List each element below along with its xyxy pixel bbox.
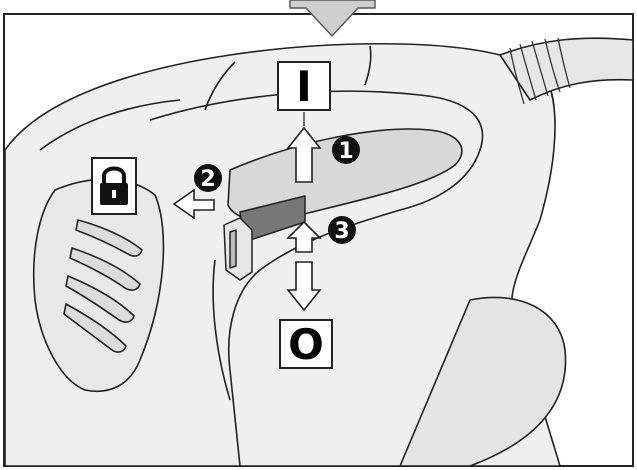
step-3-arrow bbox=[286, 220, 322, 253]
step-badge-2: 2 bbox=[194, 164, 222, 192]
lock-symbol bbox=[91, 157, 137, 215]
on-symbol-label: I bbox=[296, 62, 312, 111]
lock-icon bbox=[100, 166, 128, 205]
press-direction-arrow bbox=[289, 0, 376, 38]
step-badge-3-label: 3 bbox=[334, 219, 349, 244]
on-off-switch bbox=[223, 195, 306, 281]
step-badge-1-label: 1 bbox=[338, 139, 353, 164]
switch-off-arrow bbox=[286, 261, 322, 312]
step-badge-2-label: 2 bbox=[200, 167, 215, 192]
on-symbol: I bbox=[277, 61, 331, 111]
off-symbol: O bbox=[279, 319, 333, 369]
step-2-arrow bbox=[172, 188, 215, 220]
step-1-arrow bbox=[286, 126, 322, 183]
off-symbol-label: O bbox=[288, 320, 324, 369]
tool-body bbox=[4, 37, 634, 467]
step-badge-1: 1 bbox=[332, 136, 360, 164]
step-badge-3: 3 bbox=[328, 216, 356, 244]
